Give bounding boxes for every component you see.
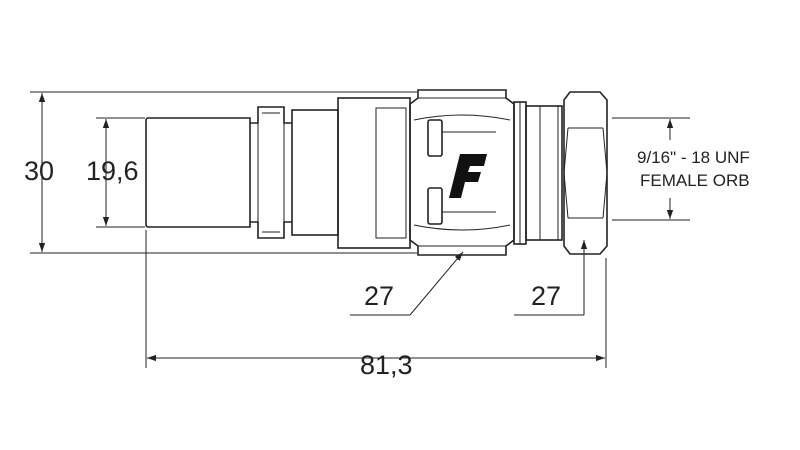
- thread-spec-line2: FEMALE ORB: [640, 171, 750, 190]
- dimension-length-81-3: 81,3: [145, 230, 607, 380]
- diameter-value: 19,6: [86, 156, 139, 186]
- length-value: 81,3: [360, 350, 413, 380]
- f-logo-icon: [449, 154, 487, 198]
- leader-hex-right-27: 27: [514, 240, 588, 316]
- coupling-body: [145, 89, 608, 256]
- dimension-diameter-19-6: 19,6: [86, 117, 145, 228]
- dimension-thread: 9/16" - 18 UNF FEMALE ORB: [612, 117, 750, 221]
- dimension-height-30: 30: [24, 91, 417, 254]
- height-value: 30: [24, 156, 54, 186]
- thread-spec-line1: 9/16" - 18 UNF: [637, 148, 750, 167]
- hex-right-value: 27: [531, 281, 561, 311]
- leader-hex-left-27: 27: [350, 251, 464, 316]
- hex-left-value: 27: [364, 281, 394, 311]
